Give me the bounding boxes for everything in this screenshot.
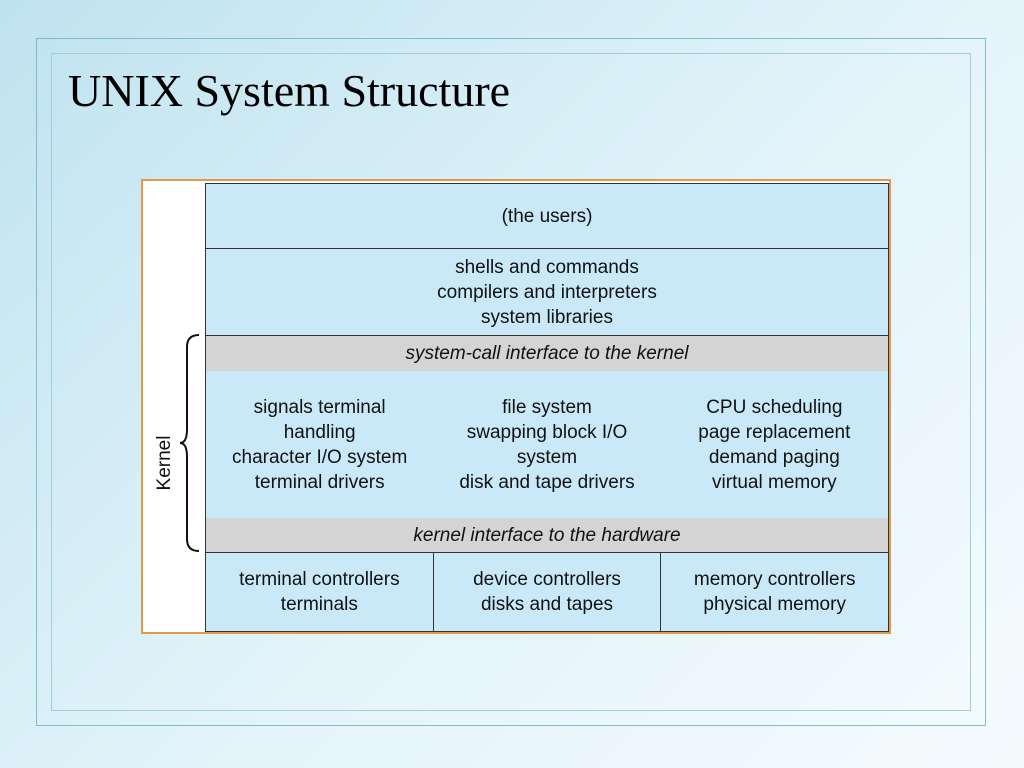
kernel-column-line: virtual memory <box>712 471 837 493</box>
hardware-column-line: physical memory <box>703 594 846 615</box>
hardware-column-line: disks and tapes <box>480 594 614 615</box>
kernel-column-line: CPU scheduling <box>706 396 843 418</box>
kernel-services-layer: signals terminal handling character I/O … <box>206 371 888 518</box>
hardware-column-line: device controllers <box>473 569 621 590</box>
hardware-column-line: terminals <box>280 594 358 615</box>
hardware-interface-layer: kernel interface to the hardware <box>206 518 888 553</box>
kernel-column-line: swapping block I/O <box>466 421 628 443</box>
hardware-column-line: memory controllers <box>693 569 856 590</box>
programs-line: compilers and interpreters <box>437 281 657 303</box>
users-text: (the users) <box>501 205 593 227</box>
kernel-column-line: demand paging <box>708 446 840 468</box>
slide-title: UNIX System Structure <box>68 65 511 116</box>
hardware-column-devices: device controllers disks and tapes <box>434 553 662 631</box>
kernel-column-terminal: signals terminal handling character I/O … <box>206 371 433 518</box>
slide-inner-frame <box>51 53 971 711</box>
unix-structure-figure: Kernel (the users) shells and commands c… <box>141 179 891 634</box>
programs-line: shells and commands <box>455 256 639 278</box>
hardware-column-line: terminal controllers <box>239 569 400 590</box>
kernel-column-memory: CPU scheduling page replacement demand p… <box>661 371 888 518</box>
programs-line: system libraries <box>481 306 613 328</box>
kernel-column-line: character I/O system <box>232 446 408 468</box>
hardware-layer: terminal controllers terminals device co… <box>206 553 888 631</box>
kernel-column-line: page replacement <box>698 421 851 443</box>
kernel-column-filesystem: file system swapping block I/O system di… <box>433 371 660 518</box>
kernel-column-line: handling <box>283 421 356 443</box>
kernel-side-label: Kernel <box>154 435 175 491</box>
programs-layer: shells and commands compilers and interp… <box>206 249 888 336</box>
kernel-column-line: file system <box>502 396 592 418</box>
kernel-column-line: terminal drivers <box>254 471 385 493</box>
syscall-interface-layer: system-call interface to the kernel <box>206 336 888 371</box>
hardware-column-memory: memory controllers physical memory <box>661 553 888 631</box>
slide-outer-frame <box>36 38 986 726</box>
structure-table: (the users) shells and commands compiler… <box>205 183 889 632</box>
kernel-column-line: system <box>516 446 578 468</box>
users-layer: (the users) <box>206 184 888 249</box>
hardware-interface-text: kernel interface to the hardware <box>413 524 681 546</box>
hardware-column-terminals: terminal controllers terminals <box>206 553 434 631</box>
kernel-column-line: disk and tape drivers <box>459 471 635 493</box>
syscall-interface-text: system-call interface to the kernel <box>405 343 689 364</box>
kernel-column-line: signals terminal <box>253 396 386 418</box>
kernel-brace <box>179 334 200 552</box>
